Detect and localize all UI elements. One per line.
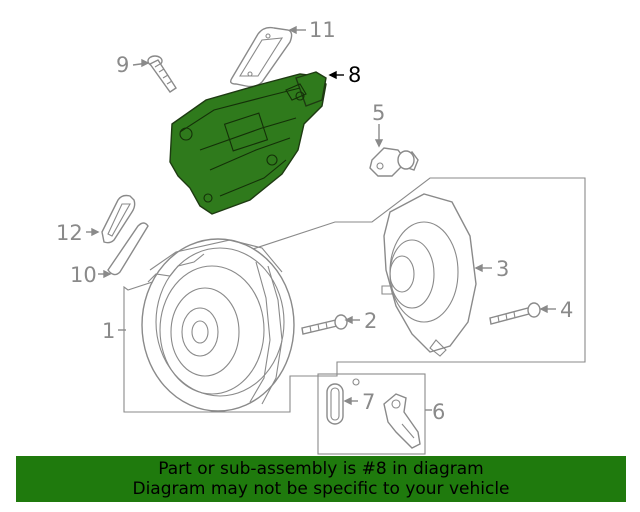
- parts-diagram: 11 9 8 5 12 10 3 2 4 1 7 6: [56, 18, 586, 455]
- callout-3: 3: [496, 257, 509, 281]
- callout-6: 6: [432, 400, 445, 424]
- part-7-o-ring[interactable]: [326, 378, 360, 425]
- part-9-bolt[interactable]: [147, 55, 177, 93]
- callout-11: 11: [309, 18, 336, 42]
- part-3-cover[interactable]: [381, 193, 477, 357]
- callout-5: 5: [372, 101, 385, 125]
- callout-7: 7: [362, 390, 375, 414]
- part-12-seal[interactable]: [101, 194, 136, 244]
- part-2-bolt[interactable]: [301, 314, 348, 335]
- part-5-connector[interactable]: [369, 147, 419, 177]
- part-10-seal[interactable]: [107, 222, 149, 276]
- leader-lines: [86, 25, 556, 411]
- part-8-control-module[interactable]: [169, 71, 327, 215]
- banner-line-2: Diagram may not be specific to your vehi…: [132, 479, 510, 499]
- callout-1: 1: [102, 319, 115, 343]
- callout-10: 10: [70, 263, 97, 287]
- assembly-outline-sensor: [317, 373, 426, 455]
- callout-8: 8: [348, 63, 361, 87]
- callout-4: 4: [560, 298, 573, 322]
- assembly-outline-main: [123, 177, 586, 413]
- callout-9: 9: [116, 53, 129, 77]
- part-6-sensor[interactable]: [383, 393, 421, 449]
- part-4-bolt[interactable]: [489, 302, 541, 325]
- callout-2: 2: [364, 309, 377, 333]
- info-banner: Part or sub-assembly is #8 in diagram Di…: [16, 456, 626, 502]
- part-1-motor[interactable]: [141, 238, 295, 412]
- banner-line-1: Part or sub-assembly is #8 in diagram: [158, 459, 484, 479]
- callout-12: 12: [56, 221, 83, 245]
- part-11-gasket[interactable]: [229, 26, 293, 88]
